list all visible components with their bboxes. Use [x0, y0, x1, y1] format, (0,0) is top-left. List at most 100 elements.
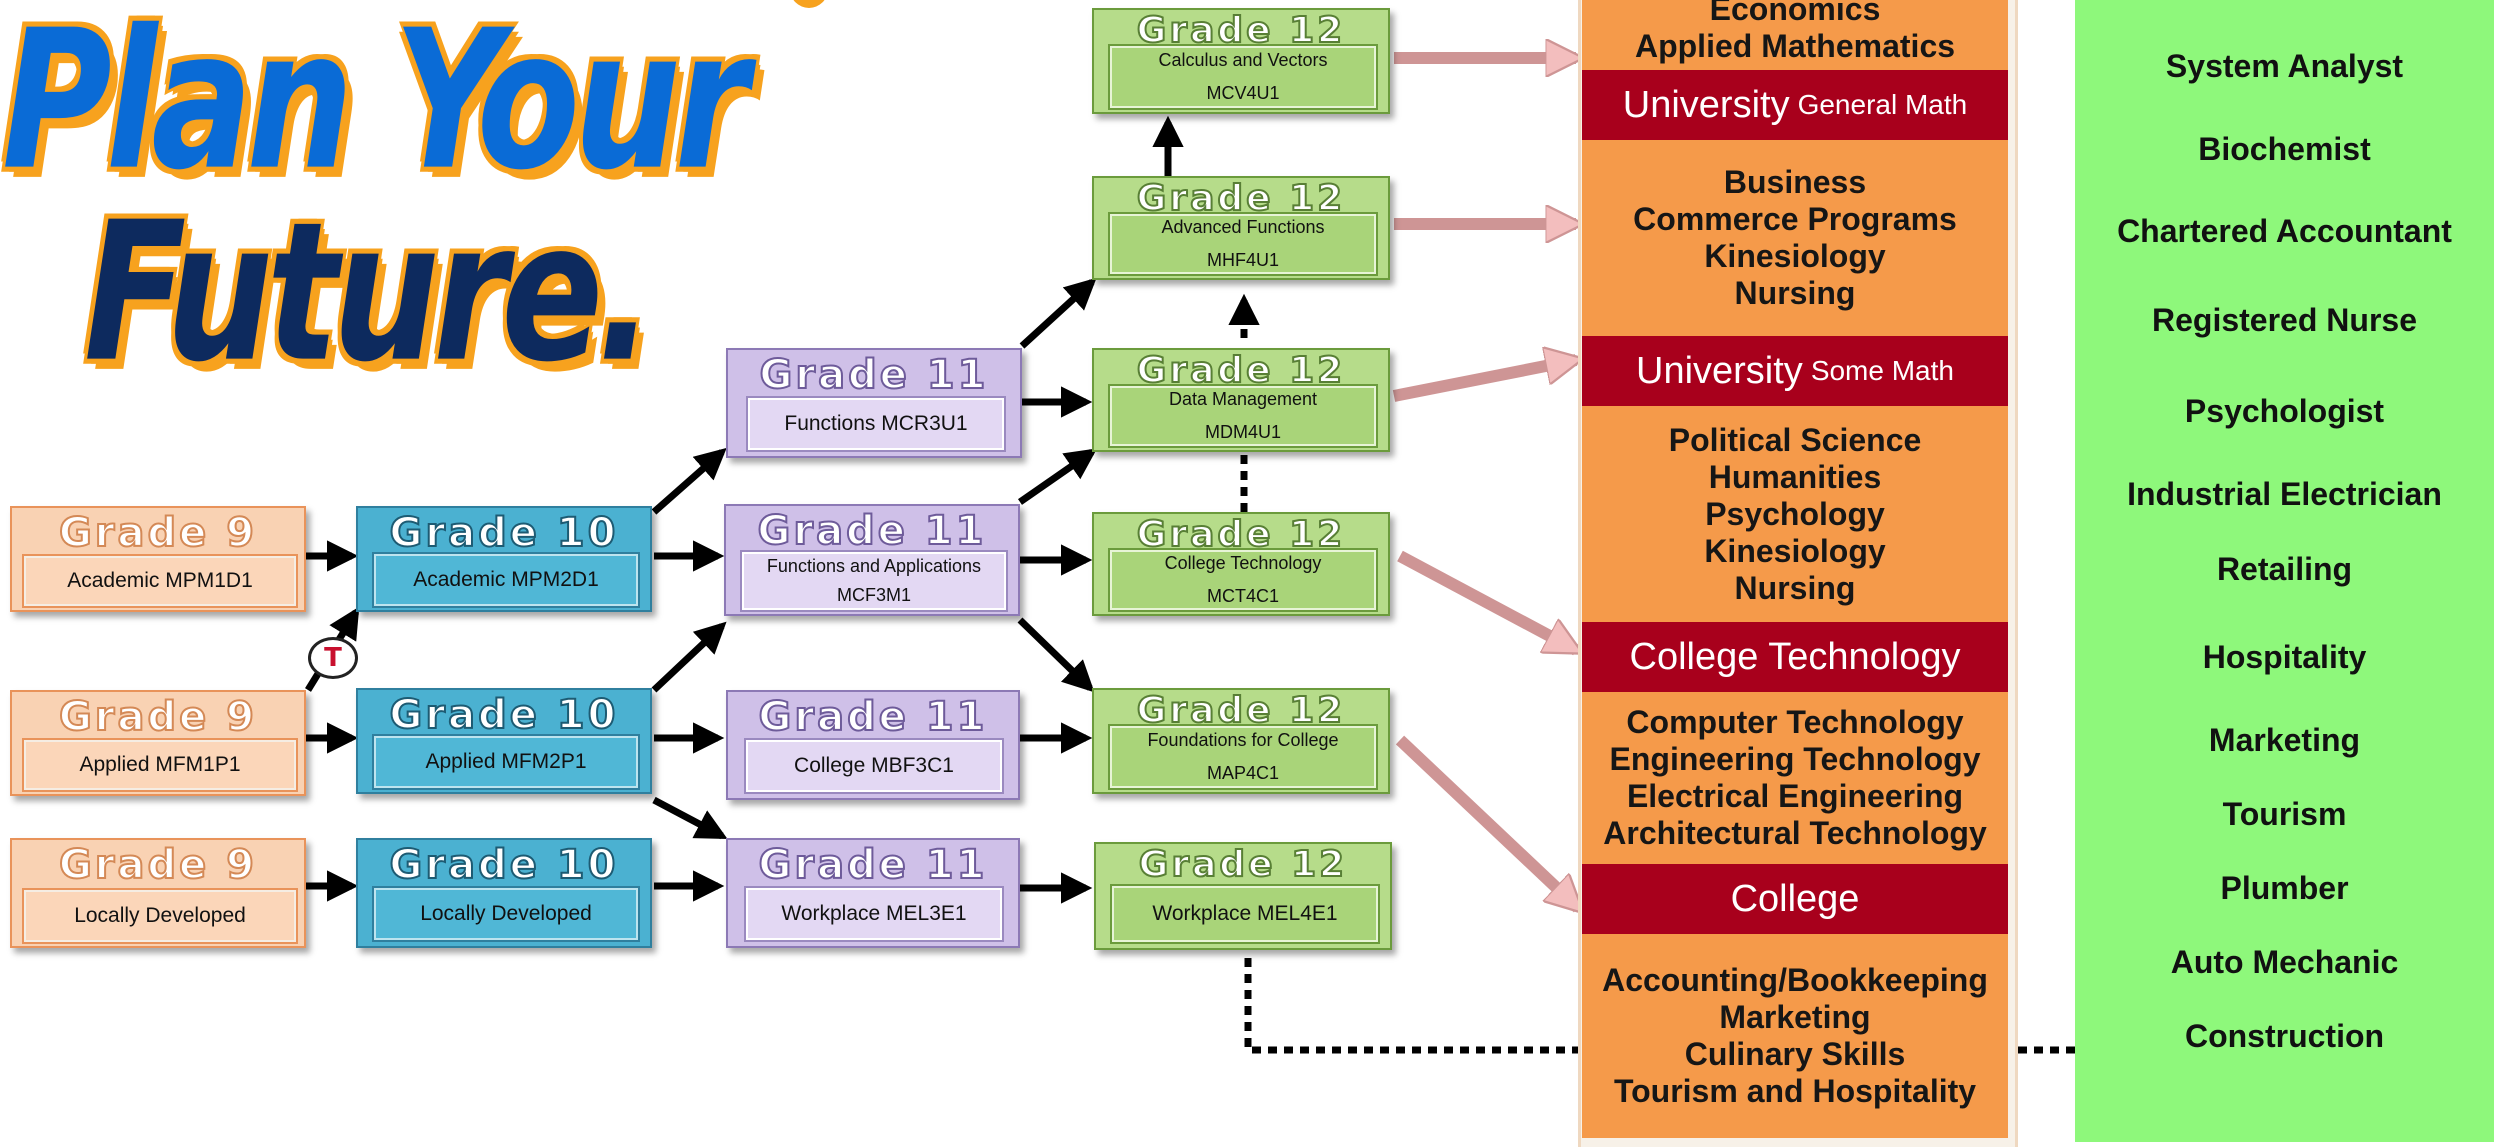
- course-code: MCT4C1: [1206, 586, 1279, 606]
- course-label: Foundations for College MAP4C1: [1110, 726, 1376, 788]
- grade-label: Grade 12: [1136, 9, 1346, 52]
- grade-label: Grade 9: [58, 509, 258, 557]
- header-university-general: University General Math: [1582, 70, 2008, 140]
- career-item: Biochemist: [2198, 131, 2371, 167]
- career-item: Plumber: [2220, 870, 2349, 906]
- program-item: Applied Mathematics: [1634, 28, 1956, 64]
- arrow-g10-applied-to-fa: [651, 621, 727, 693]
- programs-general-math: Business Commerce Programs Kinesiology N…: [1582, 140, 2008, 336]
- career-item: Retailing: [2216, 551, 2353, 587]
- course-g12-data-management: Grade 12 Data Management MDM4U1: [1092, 348, 1390, 452]
- dotted-workplace-to-college: [1244, 958, 1578, 1054]
- program-item: Nursing: [1734, 569, 1856, 606]
- header-university-some: University Some Math: [1582, 336, 2008, 406]
- course-name: Functions and Applications: [766, 556, 982, 576]
- career-item: Marketing: [2208, 722, 2361, 758]
- course-label: Academic MPM1D1: [24, 556, 296, 606]
- title-line-1: Plan Your: [2, 0, 749, 213]
- course-g10-local: Grade 10 Locally Developed: [356, 838, 652, 948]
- header-sub: General Math: [1797, 89, 1968, 120]
- pink-arrow-ctech: [1397, 550, 1576, 656]
- program-item: Architectural Technology: [1603, 815, 1987, 851]
- course-g11-functions-applications: Grade 11 Functions and Applications MCF3…: [724, 504, 1020, 616]
- career-item: Hospitality: [2202, 639, 2367, 675]
- program-item: Nursing: [1734, 275, 1856, 311]
- program-item: Computer Technology: [1626, 704, 1964, 740]
- course-label: Advanced Functions MHF4U1: [1110, 214, 1376, 274]
- program-item: Marketing: [1719, 999, 1871, 1035]
- program-item: Kinesiology: [1704, 532, 1886, 569]
- grade-label: Grade 12: [1138, 843, 1348, 886]
- careers-panel: [2075, 0, 2494, 1142]
- title-decoration: [790, 0, 828, 8]
- arrow-g10-applied-to-workplace: [652, 796, 728, 840]
- course-name: Advanced Functions: [1161, 217, 1325, 237]
- course-name: College Technology: [1164, 553, 1322, 573]
- course-g9-applied: Grade 9 Applied MFM1P1: [10, 690, 306, 796]
- header-college: College: [1582, 864, 2008, 934]
- program-item: Tourism and Hospitality: [1613, 1073, 1977, 1109]
- course-label: Applied MFM1P1: [24, 740, 296, 790]
- grade-label: Grade 12: [1136, 513, 1346, 556]
- arrow-fa-to-found: [1017, 617, 1095, 693]
- programs-college-technology: Computer Technology Engineering Technolo…: [1582, 692, 2008, 864]
- header-sub: Some Math: [1810, 355, 1954, 386]
- career-item: Auto Mechanic: [2170, 944, 2399, 980]
- course-label: Academic MPM2D1: [374, 554, 638, 606]
- course-label: Locally Developed: [24, 890, 296, 942]
- course-g12-advanced-functions: Grade 12 Advanced Functions MHF4U1: [1092, 176, 1390, 280]
- course-g12-college-technology: Grade 12 College Technology MCT4C1: [1092, 512, 1390, 616]
- title-line-2: Future.: [84, 182, 654, 405]
- programs-some-math: Political Science Humanities Psychology …: [1582, 406, 2008, 622]
- grade-label: Grade 11: [757, 507, 987, 555]
- program-item: Business: [1723, 164, 1867, 200]
- arrow-functions-to-adv: [1019, 277, 1097, 349]
- program-item: Electrical Engineering: [1626, 778, 1964, 814]
- arrow-fa-to-data: [1018, 448, 1098, 505]
- program-item: Psychology: [1705, 495, 1885, 532]
- course-label: Calculus and Vectors MCV4U1: [1110, 46, 1376, 108]
- career-item: Construction: [2184, 1018, 2385, 1054]
- arrow-g10-academic-to-functions: [651, 447, 727, 515]
- grade-label: Grade 10: [389, 691, 619, 739]
- course-code: MHF4U1: [1206, 250, 1279, 270]
- course-g11-workplace: Grade 11 Workplace MEL3E1: [726, 838, 1020, 948]
- course-label: Locally Developed: [374, 888, 638, 940]
- career-item: Chartered Accountant: [2117, 213, 2452, 249]
- program-item: Accounting/Bookkeeping: [1602, 962, 1988, 998]
- course-g12-foundations: Grade 12 Foundations for College MAP4C1: [1092, 688, 1390, 794]
- career-item: System Analyst: [2165, 48, 2404, 84]
- career-item: Tourism: [2222, 796, 2347, 832]
- program-item: Humanities: [1708, 458, 1882, 495]
- course-label: Applied MFM2P1: [374, 736, 638, 788]
- course-code: MDM4U1: [1204, 422, 1281, 442]
- course-label: College Technology MCT4C1: [1110, 550, 1376, 610]
- pink-arrow-data: [1392, 360, 1576, 402]
- course-label: Functions and Applications MCF3M1: [742, 552, 1006, 610]
- program-item: Culinary Skills: [1684, 1036, 1906, 1072]
- programs-college: Accounting/Bookkeeping Marketing Culinar…: [1582, 934, 2008, 1138]
- program-item: Commerce Programs: [1633, 201, 1957, 237]
- grade-label: Grade 12: [1136, 689, 1346, 732]
- course-name: Data Management: [1168, 389, 1318, 409]
- course-code: MCV4U1: [1206, 83, 1280, 103]
- course-label: Workplace MEL3E1: [746, 888, 1002, 940]
- header-main: University: [1622, 83, 1790, 126]
- course-g12-workplace: Grade 12 Workplace MEL4E1: [1094, 842, 1392, 950]
- course-g9-local: Grade 9 Locally Developed: [10, 838, 306, 948]
- grade-label: Grade 10: [389, 841, 619, 889]
- course-g10-academic: Grade 10 Academic MPM2D1: [356, 506, 652, 612]
- header-main: University: [1636, 349, 1803, 392]
- grade-label: Grade 11: [758, 693, 988, 741]
- course-name: Foundations for College: [1147, 730, 1339, 750]
- course-label: College MBF3C1: [746, 740, 1002, 792]
- career-item: Industrial Electrician: [2127, 476, 2442, 512]
- program-item: Engineering Technology: [1609, 741, 1981, 777]
- course-g11-functions: Grade 11 Functions MCR3U1: [726, 348, 1022, 458]
- course-label: Workplace MEL4E1: [1112, 886, 1378, 942]
- course-g11-college: Grade 11 College MBF3C1: [726, 690, 1020, 800]
- transfer-badge: T: [308, 637, 358, 679]
- program-item: Political Science: [1668, 421, 1922, 458]
- career-item: Psychologist: [2184, 393, 2385, 429]
